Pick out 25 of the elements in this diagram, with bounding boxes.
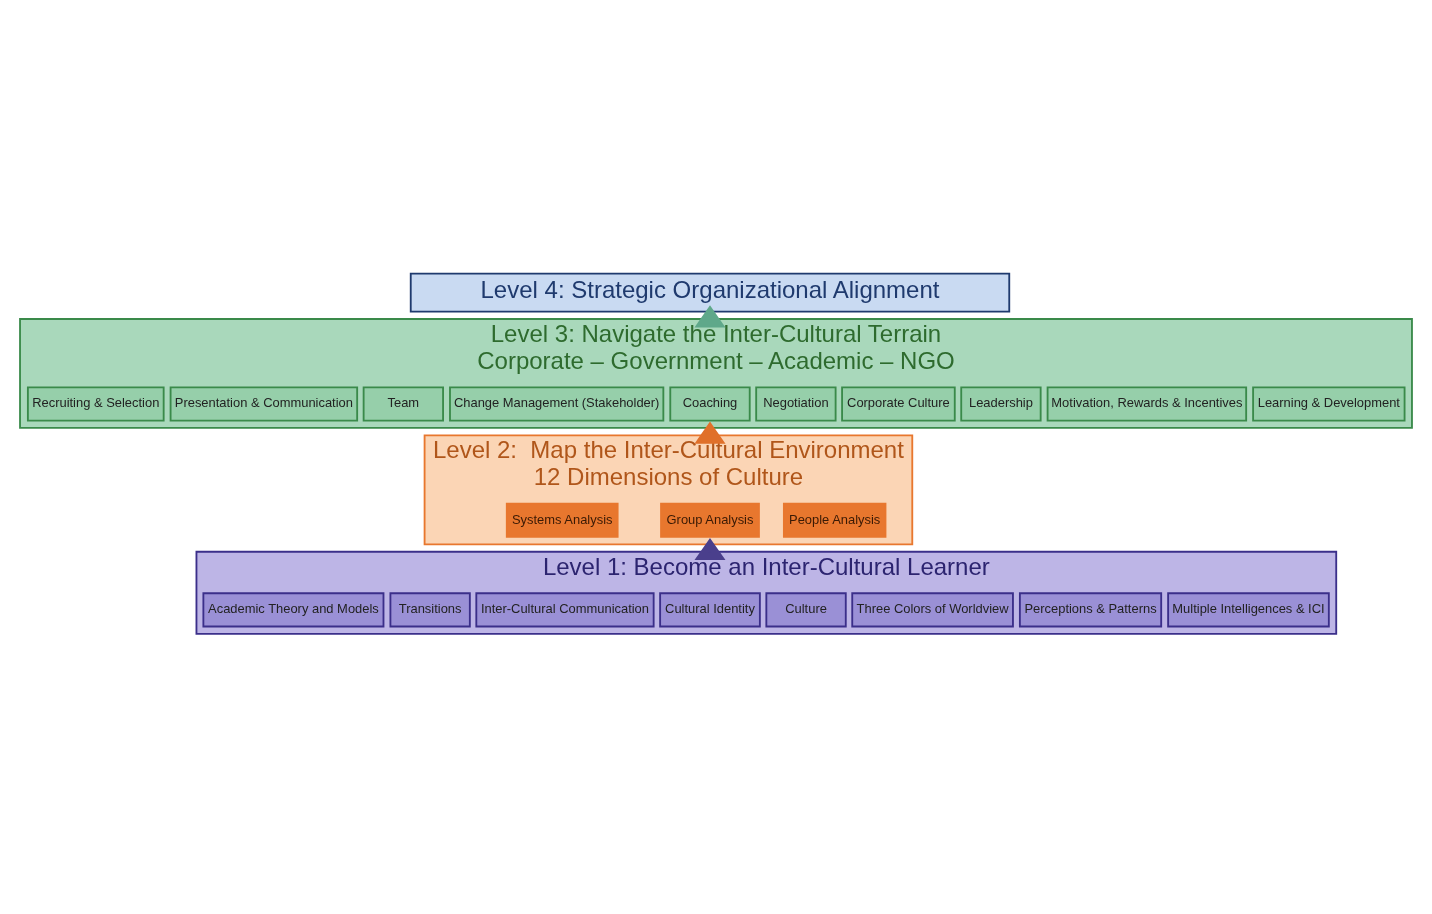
node-box: Coaching <box>669 385 751 421</box>
node-box: Presentation & Communication <box>169 385 359 421</box>
arrow <box>694 537 726 560</box>
node-box: Leadership <box>960 385 1042 421</box>
node-box: Inter-Cultural Communication <box>475 591 655 627</box>
node-box: Academic Theory and Models <box>202 591 385 627</box>
node-box: Cultural Identity <box>659 591 761 627</box>
node-box: Level 4: Strategic Organizational Alignment <box>409 272 1011 312</box>
node-box: People Analysis <box>782 502 887 538</box>
node-box: Multiple Intelligences & ICI <box>1167 591 1330 627</box>
node-box: Transitions <box>389 591 471 627</box>
node-box: Learning & Development <box>1252 385 1406 421</box>
node-box: Change Management (Stakeholder) <box>449 385 665 421</box>
arrow <box>694 421 726 444</box>
arrow <box>694 304 726 327</box>
node-box: Corporate Culture <box>841 385 956 421</box>
node-box: Culture <box>765 591 847 627</box>
node-box: Motivation, Rewards & Incentives <box>1046 385 1248 421</box>
node-box: Negotiation <box>755 385 837 421</box>
node-box: Recruiting & Selection <box>26 385 165 421</box>
node-box: Team <box>362 385 444 421</box>
node-box: Systems Analysis <box>505 502 619 538</box>
node-box: Perceptions & Patterns <box>1018 591 1163 627</box>
node-box: Three Colors of Worldview <box>851 591 1014 627</box>
node-box: Group Analysis <box>660 502 760 538</box>
